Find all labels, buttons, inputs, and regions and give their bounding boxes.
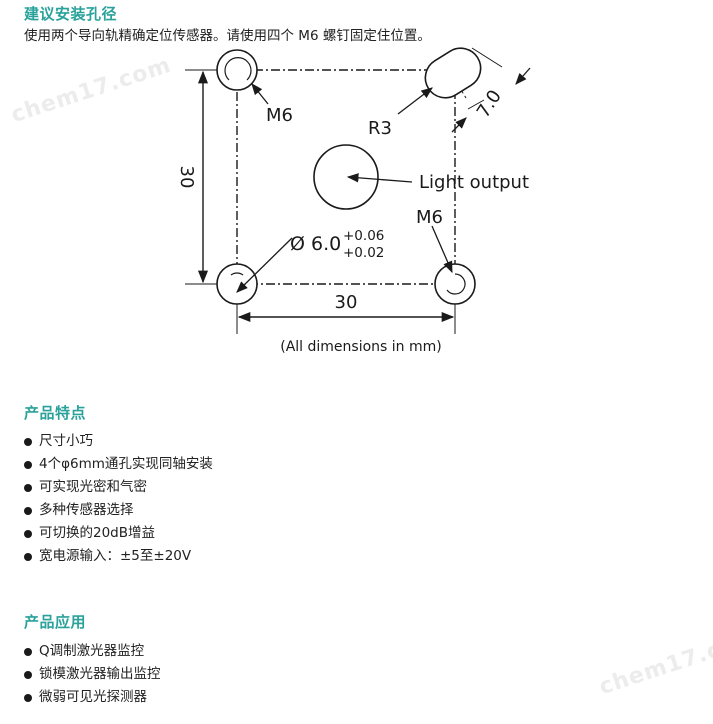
leader-r3 <box>397 87 433 115</box>
dimensions-caption: (All dimensions in mm) <box>280 339 442 355</box>
feature-item-text: 多种传感器选择 <box>39 502 134 518</box>
application-item: 微弱可见光探测器 <box>24 686 161 709</box>
install-section-intro: 使用两个导向轨精确定位传感器。请使用四个 M6 螺钉固定住位置。 <box>24 28 431 44</box>
bullet-dot-icon <box>24 506 32 515</box>
label-r3: R3 <box>368 118 392 139</box>
application-item-text: 锁模激光器输出监控 <box>39 666 161 682</box>
label-light-output: Light output <box>419 172 529 193</box>
label-tolerance-lower: +0.02 <box>343 245 384 261</box>
leader-phi <box>236 237 293 293</box>
feature-item-text: 4个φ6mm通孔实现同轴安装 <box>39 456 213 472</box>
applications-list: Q调制激光器监控锁模激光器输出监控微弱可见光探测器 <box>24 640 161 709</box>
label-7: 7.0 <box>473 86 506 121</box>
leader-m6-right <box>431 225 453 274</box>
applications-section-title: 产品应用 <box>24 613 87 631</box>
features-list: 尺寸小巧 4个φ6mm通孔实现同轴安装可实现光密和气密多种传感器选择可切换的20d… <box>24 430 213 568</box>
hole-pattern-outline <box>236 69 456 285</box>
feature-item: 4个φ6mm通孔实现同轴安装 <box>24 453 213 476</box>
bullet-dot-icon <box>24 460 32 469</box>
alignment-slot-top-right <box>424 47 482 99</box>
mounting-hole-bottom-left-mark <box>230 272 244 276</box>
application-item: 锁模激光器输出监控 <box>24 663 161 686</box>
dimension-7-lower <box>451 117 467 133</box>
label-phi: Ø 6.0 <box>290 233 341 255</box>
feature-item-text: 可切换的20dB增益 <box>39 525 156 541</box>
feature-item: 尺寸小巧 <box>24 430 213 453</box>
mounting-hole-top-left-thread <box>224 57 252 81</box>
dimension-7 <box>515 67 531 85</box>
leader-light-output <box>346 173 413 183</box>
install-section-title: 建议安装孔径 <box>24 5 118 23</box>
mounting-hole-bottom-right <box>434 263 476 305</box>
feature-item: 可切换的20dB增益 <box>24 522 213 545</box>
mounting-hole-diagram: 30 30 M6 R3 7.0 Light output Ø 6.0 +0.06… <box>176 47 531 355</box>
bullet-dot-icon <box>24 483 32 492</box>
feature-item-text: 尺寸小巧 <box>39 433 93 449</box>
application-item: Q调制激光器监控 <box>24 640 161 663</box>
light-output-aperture <box>313 144 379 210</box>
features-section-title: 产品特点 <box>24 404 87 422</box>
bullet-dot-icon <box>24 529 32 538</box>
leader-m6-top <box>251 83 269 105</box>
dimension-7-extension-a <box>471 47 503 68</box>
application-item-text: Q调制激光器监控 <box>39 643 145 659</box>
label-m6-top: M6 <box>266 105 293 126</box>
feature-item: 宽电源输入：±5至±20V <box>24 545 213 568</box>
label-tolerance-upper: +0.06 <box>343 228 384 244</box>
bullet-dot-icon <box>24 693 32 702</box>
feature-item: 可实现光密和气密 <box>24 476 213 499</box>
bullet-dot-icon <box>24 437 32 446</box>
bullet-dot-icon <box>24 552 32 561</box>
dimension-vertical-label: 30 <box>176 166 197 189</box>
dimension-7-extension-b <box>467 99 485 110</box>
watermark-bottom-right: chem17.com <box>596 624 713 701</box>
feature-item-text: 宽电源输入：±5至±20V <box>39 548 192 564</box>
bullet-dot-icon <box>24 647 32 656</box>
label-m6-right: M6 <box>416 207 443 228</box>
application-item-text: 微弱可见光探测器 <box>39 689 147 705</box>
feature-item-text: 可实现光密和气密 <box>39 479 147 495</box>
bullet-dot-icon <box>24 670 32 679</box>
mounting-hole-bottom-right-thread <box>446 273 466 295</box>
dimension-horizontal-label: 30 <box>335 292 358 313</box>
mounting-hole-bottom-left <box>216 263 258 305</box>
feature-item: 多种传感器选择 <box>24 499 213 522</box>
